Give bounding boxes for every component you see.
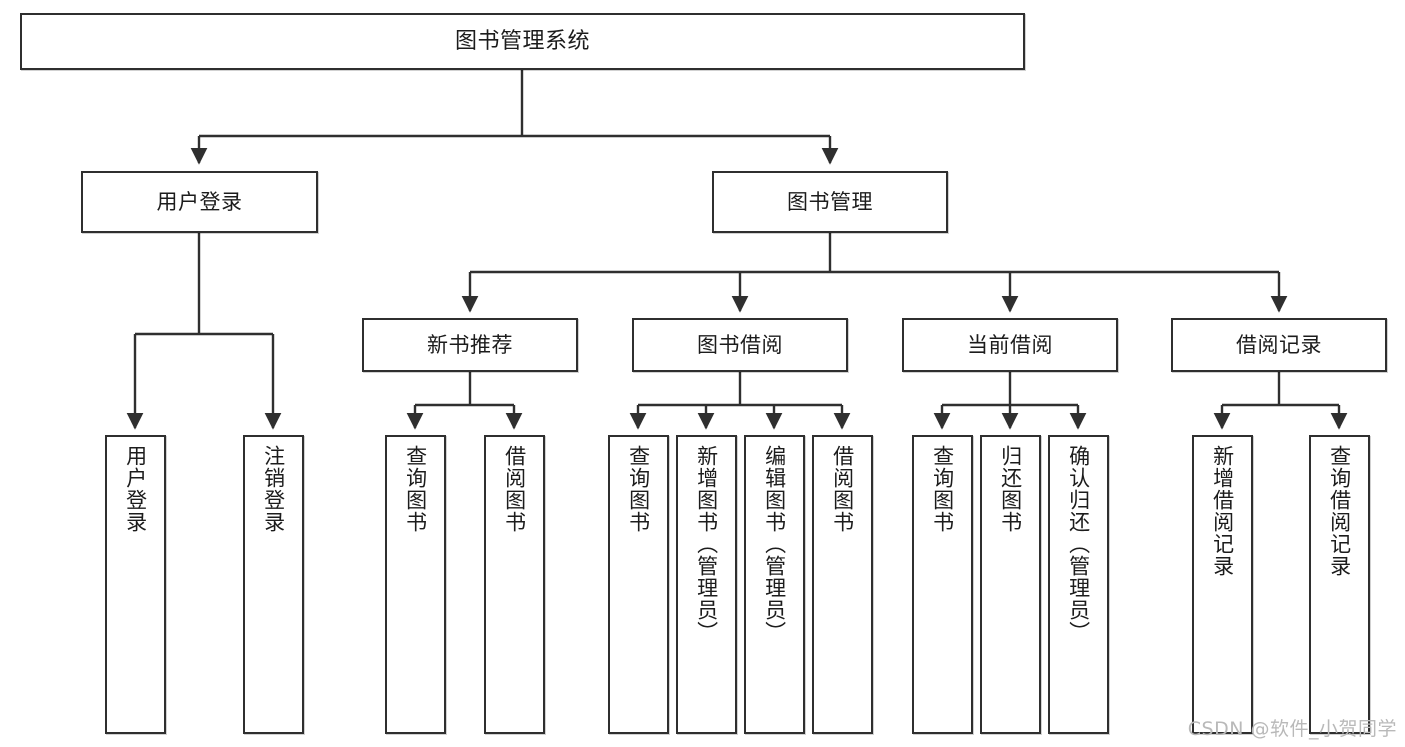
- node-label: 当前借阅: [967, 332, 1053, 357]
- leaf-current-query-book[interactable]: 查询图书: [912, 435, 973, 734]
- leaf-borrow-edit-book-admin[interactable]: 编辑图书（管理员）: [744, 435, 805, 734]
- leaf-label: 用户登录: [123, 445, 148, 533]
- leaf-label: 借阅图书: [502, 445, 527, 533]
- leaf-label: 查询图书: [930, 445, 955, 533]
- node-user-login[interactable]: 用户登录: [81, 171, 318, 233]
- node-label: 图书借阅: [697, 332, 783, 357]
- leaf-record-add-record[interactable]: 新增借阅记录: [1192, 435, 1253, 734]
- node-label: 图书管理: [787, 189, 873, 214]
- leaf-label: 新增借阅记录: [1210, 445, 1235, 577]
- leaf-borrow-borrow-book[interactable]: 借阅图书: [812, 435, 873, 734]
- node-borrow-record[interactable]: 借阅记录: [1171, 318, 1387, 372]
- node-label: 图书管理系统: [454, 28, 590, 54]
- leaf-current-confirm-return-admin[interactable]: 确认归还（管理员）: [1048, 435, 1109, 734]
- leaf-label: 编辑图书（管理员）: [762, 445, 787, 643]
- leaf-label: 查询借阅记录: [1327, 445, 1352, 577]
- leaf-label: 借阅图书: [830, 445, 855, 533]
- leaf-label: 确认归还（管理员）: [1066, 445, 1091, 643]
- leaf-user-login-login[interactable]: 用户登录: [105, 435, 166, 734]
- leaf-user-login-logout[interactable]: 注销登录: [243, 435, 304, 734]
- leaf-label: 注销登录: [261, 445, 286, 533]
- node-root-book-management-system[interactable]: 图书管理系统: [20, 13, 1025, 70]
- leaf-label: 新增图书（管理员）: [694, 445, 719, 643]
- leaf-label: 查询图书: [403, 445, 428, 533]
- leaf-label: 归还图书: [998, 445, 1023, 533]
- leaf-borrow-add-book-admin[interactable]: 新增图书（管理员）: [676, 435, 737, 734]
- node-new-book-recommend[interactable]: 新书推荐: [362, 318, 578, 372]
- node-label: 用户登录: [156, 189, 243, 214]
- leaf-record-query-record[interactable]: 查询借阅记录: [1309, 435, 1370, 734]
- watermark: CSDN @软件_小贺同学: [1187, 718, 1397, 740]
- leaf-label: 查询图书: [626, 445, 651, 533]
- node-label: 新书推荐: [427, 332, 513, 357]
- leaf-new-book-borrow-book[interactable]: 借阅图书: [484, 435, 545, 734]
- leaf-new-book-query-book[interactable]: 查询图书: [385, 435, 446, 734]
- leaf-borrow-query-book[interactable]: 查询图书: [608, 435, 669, 734]
- node-current-borrow[interactable]: 当前借阅: [902, 318, 1118, 372]
- node-label: 借阅记录: [1236, 332, 1322, 357]
- node-book-borrow[interactable]: 图书借阅: [632, 318, 848, 372]
- node-book-management[interactable]: 图书管理: [712, 171, 948, 233]
- leaf-current-return-book[interactable]: 归还图书: [980, 435, 1041, 734]
